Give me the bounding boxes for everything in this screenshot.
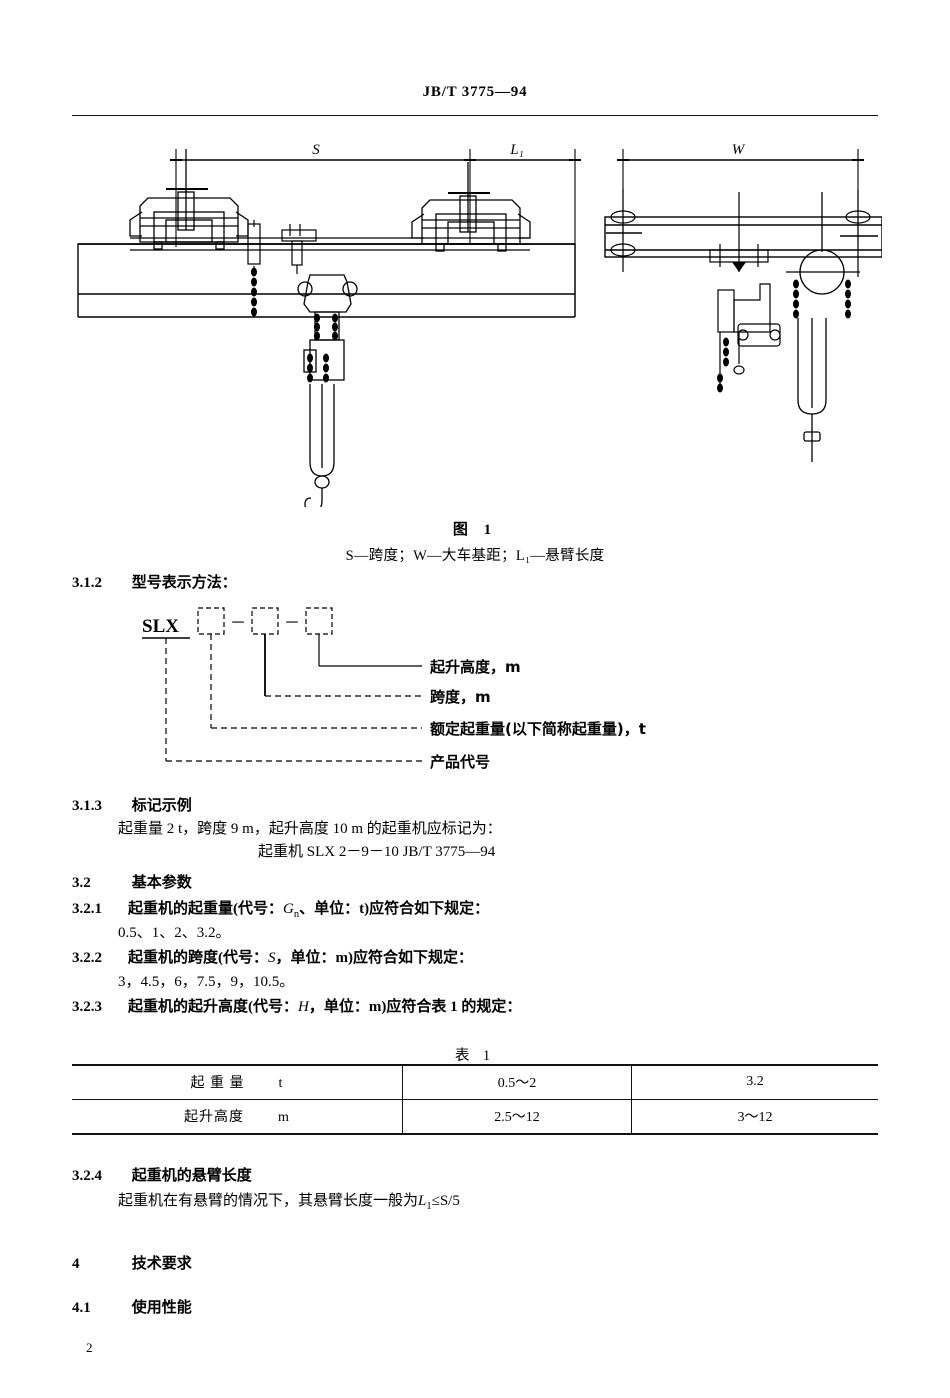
model-label-0: 起升高度，m [429, 658, 521, 676]
left-view-hand-chain-wheel [247, 220, 261, 317]
clause-3-2-2-number: 3.2.2 [72, 950, 102, 966]
crane-drawing-svg: S L₁ W [77, 142, 882, 507]
table-1-row0-col3: 3.2 [631, 1064, 878, 1100]
clause-3-2-4-line1-post: ≤S/5 [431, 1193, 460, 1209]
right-view-load-block [786, 192, 860, 462]
right-end-carriage [411, 162, 531, 252]
clause-4-1: 4.1 使用性能 [72, 1297, 192, 1319]
clause-3-2-1: 3.2.1 起重机的起重量(代号：Gn、单位：t)应符合如下规定： [72, 898, 489, 926]
clause-3-2-2-values: 3，4.5，6，7.5，9，10.5。 [118, 974, 295, 990]
page-header-standard-number: JB/T 3775—94 [422, 84, 528, 100]
clause-4: 4 技术要求 [72, 1253, 192, 1275]
table-1-row0-col2: 0.5～2 [402, 1064, 632, 1100]
left-view-trolley-small [281, 224, 317, 274]
clause-3-2-4-symbol-sub: 1 [426, 1201, 432, 1212]
clause-3-2-number: 3.2 [72, 875, 91, 891]
clause-3-2-4-title: 起重机的悬臂长度 [131, 1168, 252, 1184]
clause-3-2-3-title-pre: 起重机的起升高度(代号： [128, 999, 298, 1015]
clause-4-title: 技术要求 [131, 1256, 192, 1272]
clause-3-2-3-number: 3.2.3 [72, 999, 102, 1015]
figure-1-crane-drawing: S L₁ W [70, 132, 882, 507]
clause-3-2-4-line1-pre: 起重机在有悬臂的情况下，其悬臂长度一般为 [118, 1193, 419, 1209]
clause-3-1-3-line2: 起重机 SLX 2－9－10 JB/T 3775—94 [258, 844, 496, 860]
dimension-label-s: S [312, 142, 320, 158]
clause-3-1-3: 3.1.3 标记示例 [72, 795, 192, 817]
right-view-chains [793, 279, 851, 319]
clause-3-2-4: 3.2.4 起重机的悬臂长度 [72, 1165, 252, 1187]
model-label-3: 产品代号 [430, 753, 490, 771]
right-view-dimension-w [617, 149, 864, 244]
left-view-chain-hoist [297, 274, 358, 507]
clause-3-2-1-symbol: G [283, 901, 294, 917]
clause-3-2-2-symbol: S [268, 950, 276, 966]
clause-3-1-2-number: 3.1.2 [72, 575, 102, 591]
table-1-caption: 表 1 [454, 1048, 496, 1064]
page-number: 2 [86, 1340, 93, 1355]
dimension-label-l1: L₁ [509, 142, 524, 158]
model-separator-1: － [230, 615, 246, 632]
clause-3-2: 3.2 基本参数 [72, 872, 192, 894]
clause-3-1-2: 3.1.2 型号表示方法： [72, 572, 237, 594]
model-label-2: 额定起重量(以下简称起重量)，t [430, 720, 646, 738]
clause-3-2-4-number: 3.2.4 [72, 1168, 102, 1184]
model-separator-2: － [284, 615, 300, 632]
clause-3-2-3: 3.2.3 起重机的起升高度(代号：H，单位：m)应符合表 1 的规定： [72, 996, 521, 1018]
clause-3-2-4-symbol: L [418, 1193, 427, 1209]
clause-3-2-1-values: 0.5、1、2、3.2。 [118, 925, 231, 941]
right-view-main-girder [604, 216, 882, 258]
clause-3-1-2-title: 型号表示方法： [131, 575, 237, 591]
clause-3-2-3-symbol: H [298, 999, 309, 1015]
clause-3-1-3-title: 标记示例 [131, 798, 192, 814]
clause-3-1-3-number: 3.1.3 [72, 798, 102, 814]
clause-3-2-1-title-post: 、单位：t)应符合如下规定： [299, 901, 490, 917]
clause-3-2-4-line1: 起重机在有悬臂的情况下，其悬臂长度一般为L1≤S/5 [118, 1190, 460, 1218]
model-prefix: SLX [142, 616, 179, 637]
table-1-row1-col2: 2.5～12 [402, 1099, 632, 1135]
clause-3-2-title: 基本参数 [131, 875, 192, 891]
hoist-load-chain [307, 313, 338, 383]
dimension-label-w: W [732, 142, 746, 158]
clause-3-2-2: 3.2.2 起重机的跨度(代号：S，单位：m)应符合如下规定： [72, 947, 473, 969]
chain-beads-left [251, 267, 257, 317]
figure-1-legend: S—跨度；W—大车基距；L₁—悬臂长度 [345, 548, 605, 564]
model-label-1: 跨度，m [430, 688, 491, 706]
clause-3-2-3-title-post: ，单位：m)应符合表 1 的规定： [308, 999, 522, 1015]
dimension-line-l1 [470, 149, 581, 317]
clause-4-1-number: 4.1 [72, 1300, 91, 1316]
right-view-secondary-chain [717, 332, 723, 393]
clause-3-2-2-title-post: ，单位：m)应符合如下规定： [275, 950, 474, 966]
clause-3-2-1-symbol-sub: n [293, 909, 300, 920]
model-designation-diagram: － － SLX 起升高度，m 跨度，m 额定起重量(以下简称起重量)，t 产品代… [70, 596, 690, 788]
clause-3-1-3-line1: 起重量 2 t，跨度 9 m，起升高度 10 m 的起重机应标记为： [118, 821, 502, 837]
clause-4-number: 4 [72, 1256, 80, 1272]
clause-4-1-title: 使用性能 [131, 1300, 192, 1316]
clause-3-2-1-number: 3.2.1 [72, 901, 102, 917]
clause-3-2-2-title-pre: 起重机的跨度(代号： [128, 950, 268, 966]
clause-3-2-1-title-pre: 起重机的起重量(代号： [128, 901, 283, 917]
header-rule [72, 115, 878, 116]
right-view-end-wheels [606, 189, 878, 277]
figure-1-caption: 图 1 [452, 522, 498, 538]
table-1-row1-col3: 3～12 [631, 1099, 878, 1135]
left-view-main-girder [77, 243, 576, 318]
right-view-trolley [709, 192, 781, 375]
model-designation-svg: － － SLX 起升高度，m 跨度，m 额定起重量(以下简称起重量)，t 产品代… [142, 607, 646, 771]
left-end-carriage [129, 149, 249, 250]
